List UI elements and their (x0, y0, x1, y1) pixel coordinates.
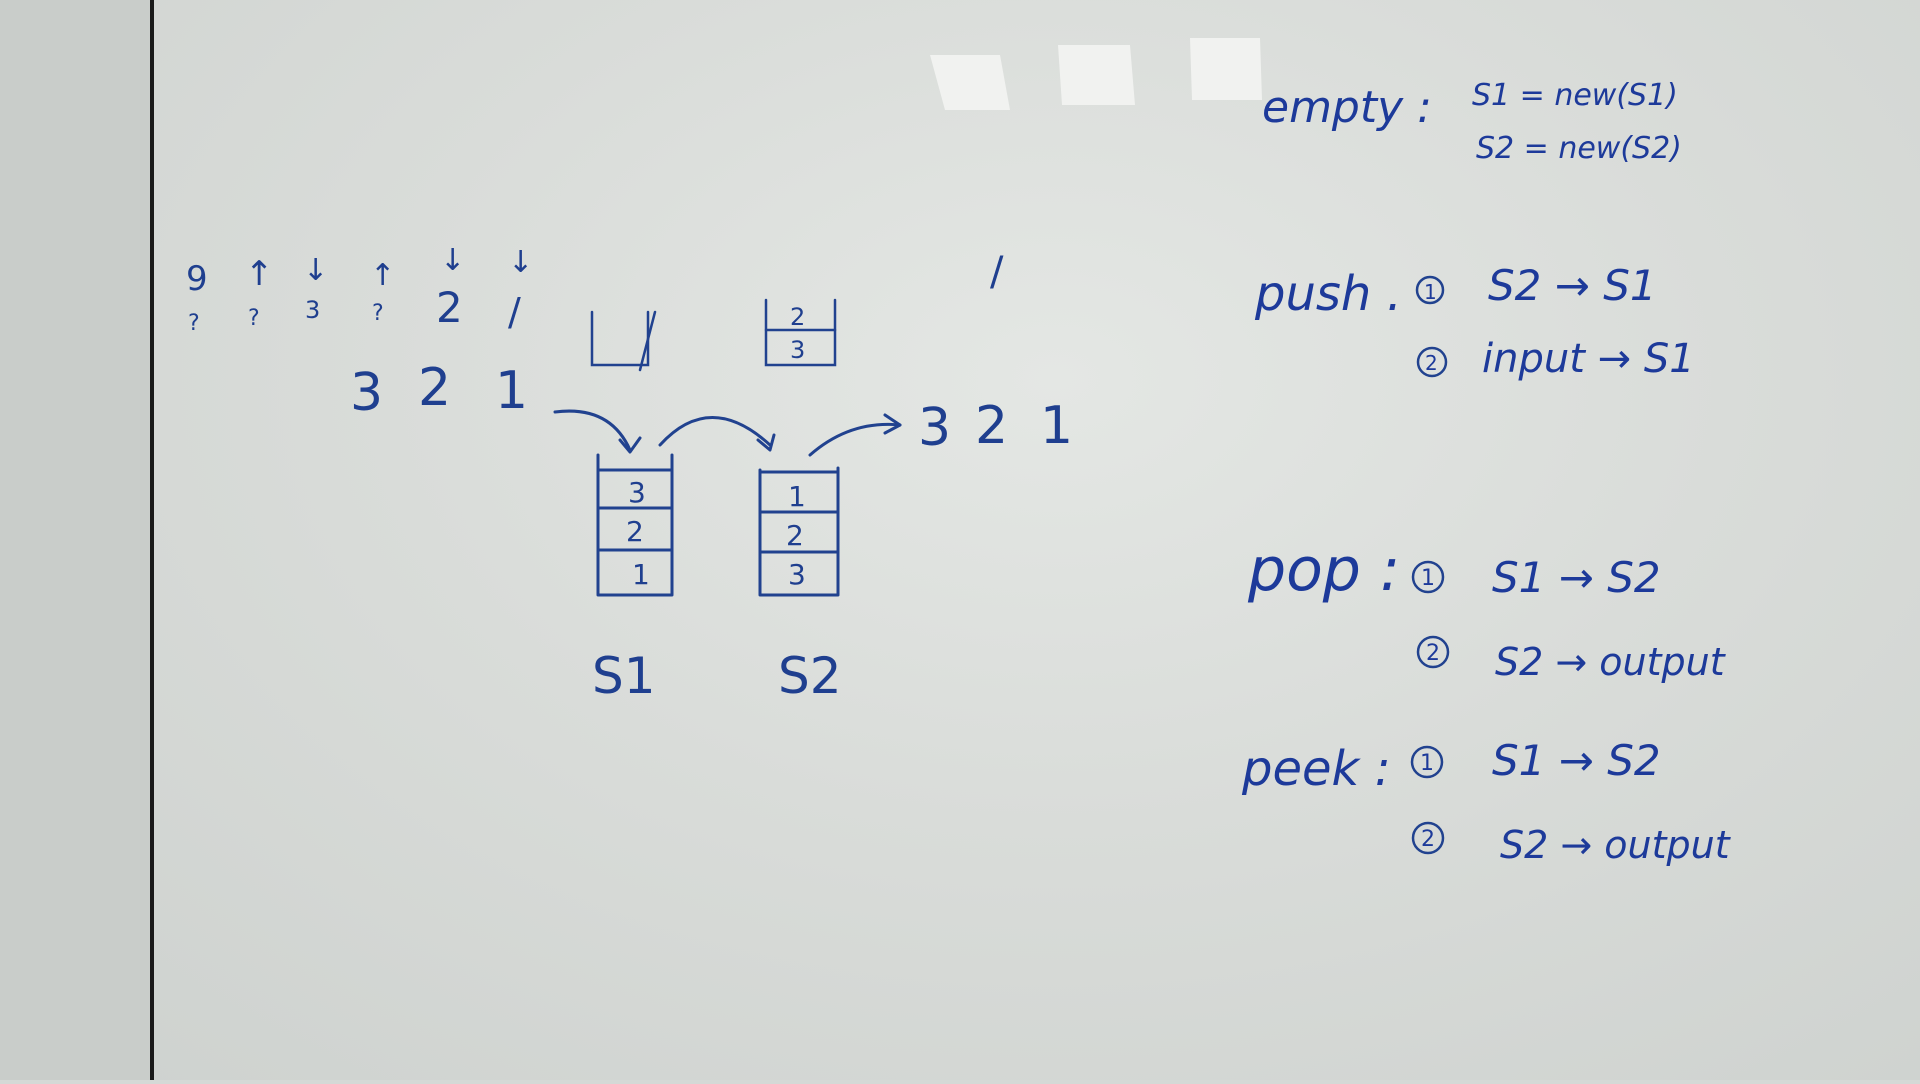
seq-value-6: / (508, 290, 521, 334)
push-step-2-num: 2 (1425, 351, 1438, 375)
output-values: 3 2 1 (918, 396, 1073, 458)
notes-pop: pop : 1 S1 → S2 2 S2 → output (1247, 535, 1727, 684)
pop-step-1-num: 1 (1421, 566, 1435, 591)
stack-s1-cell-mid: 2 (626, 515, 644, 548)
peek-step-1: S1 → S2 (1492, 736, 1661, 785)
pop-label: pop : (1247, 535, 1400, 605)
push-step-1-num: 1 (1424, 280, 1437, 304)
seq-value-5: 2 (436, 283, 463, 332)
pop-step-2: S2 → output (1495, 640, 1727, 684)
seq-value-2: ? (248, 306, 260, 331)
stack-s1-label: S1 (592, 647, 656, 705)
output-value-2: 2 (975, 396, 1008, 456)
seq-mark-2: ↑ (245, 254, 274, 294)
seq-value-1: ? (188, 311, 200, 336)
input-value-1: 1 (495, 361, 528, 421)
peek-step-2-num: 2 (1421, 827, 1435, 852)
wall-left (0, 0, 150, 1080)
lone-mark: / (990, 249, 1004, 295)
small-stack-s1 (590, 310, 657, 372)
notes-push: push . 1 S2 → S1 2 input → S1 (1254, 261, 1695, 382)
peek-label: peek : (1241, 741, 1391, 797)
operation-sequence: 9 ↑ ↓ ↑ ↓ ↓ ? ? 3 ? 2 / (186, 243, 533, 336)
notes-peek: peek : 1 S1 → S2 2 S2 → output (1241, 736, 1732, 867)
stack-s2: 1 2 3 S2 (758, 466, 842, 705)
push-step-2: input → S1 (1482, 336, 1695, 382)
seq-mark-1: 9 (186, 259, 208, 299)
transfer-arrows (553, 409, 902, 457)
notes-empty: empty : S1 = new(S1) S2 = new(S2) (1262, 78, 1682, 166)
stack-s1-cell-bottom: 1 (632, 558, 650, 591)
stack-s1: 3 2 1 S1 (592, 453, 674, 705)
seq-mark-6: ↓ (508, 245, 533, 280)
seq-value-3: 3 (305, 296, 320, 324)
board-frame-edge (150, 0, 154, 1080)
pop-step-1: S1 → S2 (1492, 553, 1661, 602)
peek-step-1-num: 1 (1420, 751, 1434, 776)
output-value-3: 3 (918, 398, 951, 458)
small-stack-s2: 2 3 (764, 298, 837, 367)
stack-s2-cell-mid: 2 (786, 519, 804, 552)
output-value-1: 1 (1040, 396, 1073, 456)
empty-label: empty : (1262, 82, 1432, 133)
input-values: 3 2 1 (350, 358, 528, 423)
seq-value-4: ? (372, 301, 384, 326)
seq-mark-4: ↑ (370, 258, 395, 293)
input-value-2: 2 (418, 358, 451, 418)
light-reflections (930, 38, 1262, 110)
stack-s2-cell-bottom: 3 (788, 558, 806, 591)
stack-s2-cell-top: 1 (788, 480, 806, 513)
push-label: push . (1254, 266, 1402, 322)
empty-line-2: S2 = new(S2) (1476, 131, 1682, 166)
peek-step-2: S2 → output (1500, 823, 1732, 867)
small-stack-cell-bottom: 3 (790, 336, 805, 364)
input-value-3: 3 (350, 363, 383, 423)
empty-line-1: S1 = new(S1) (1472, 78, 1678, 113)
push-step-1: S2 → S1 (1488, 261, 1657, 310)
seq-mark-3: ↓ (303, 253, 328, 288)
small-stack-cell-top: 2 (790, 303, 805, 331)
pop-step-2-num: 2 (1426, 641, 1440, 666)
seq-mark-5: ↓ (440, 243, 465, 278)
stack-s1-cell-top: 3 (628, 476, 646, 509)
stack-s2-label: S2 (778, 647, 842, 705)
